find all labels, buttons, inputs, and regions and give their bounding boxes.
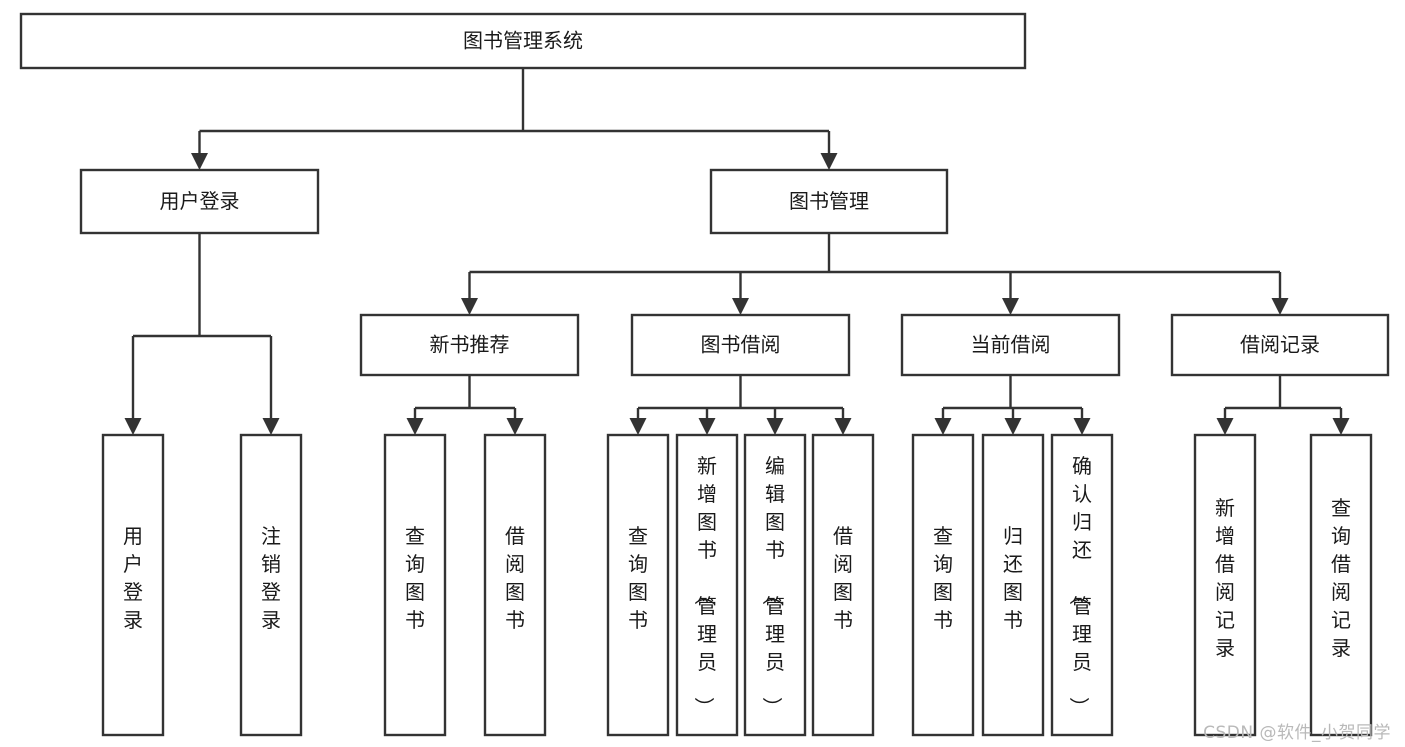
node-label: 用户登录 [123,524,143,632]
node-box[interactable] [630,313,851,377]
node-label: 查询图书 [628,524,648,632]
node-label: 确认归还（管理员） [1067,454,1092,717]
arrow-head-icon [1073,418,1091,435]
arrow-head-icon [406,418,424,435]
node-label: 图书管理 [789,189,869,213]
node-label: 借阅图书 [833,524,853,632]
node-leaf-query-book-cb[interactable]: 查询图书 [911,433,975,737]
arrow-head-icon [262,418,280,435]
arrow-head-icon [934,418,952,435]
node-box[interactable] [483,433,547,737]
node-box[interactable] [743,433,807,737]
arrow-head-icon [732,298,749,315]
node-leaf-confirm-return[interactable]: 确认归还（管理员） [1050,433,1114,737]
node-label: 查询图书 [405,524,425,632]
node-label: 新增借阅记录 [1215,496,1235,660]
node-label: 用户登录 [160,189,240,213]
connector-group [629,375,852,435]
node-box[interactable] [79,168,320,235]
node-label: 查询图书 [933,524,953,632]
node-user-login[interactable]: 用户登录 [79,168,320,235]
node-leaf-query-book-bb[interactable]: 查询图书 [606,433,670,737]
arrow-head-icon [834,418,852,435]
node-leaf-user-login[interactable]: 用户登录 [101,433,165,737]
arrow-head-icon [1332,418,1350,435]
arrow-head-icon [1002,298,1019,315]
node-box[interactable] [911,433,975,737]
node-current-borrow[interactable]: 当前借阅 [900,313,1121,377]
arrow-head-icon [191,153,208,170]
arrow-head-icon [1271,298,1289,315]
node-label: 借阅图书 [505,524,525,632]
connector-group [1216,375,1350,435]
node-label: 归还图书 [1003,524,1023,632]
node-leaf-edit-book[interactable]: 编辑图书（管理员） [743,433,807,737]
node-label: 新增图书（管理员） [692,454,717,717]
node-root[interactable]: 图书管理系统 [19,12,1027,70]
connector-group [124,233,280,435]
node-label: 编辑图书（管理员） [760,454,785,717]
node-box[interactable] [1170,313,1390,377]
arrow-head-icon [629,418,647,435]
arrow-head-icon [1216,418,1234,435]
node-book-borrow[interactable]: 图书借阅 [630,313,851,377]
node-leaf-borrow-book-bb[interactable]: 借阅图书 [811,433,875,737]
arrow-head-icon [461,298,478,315]
connector-group [934,375,1091,435]
node-leaf-return-book[interactable]: 归还图书 [981,433,1045,737]
node-box[interactable] [709,168,949,235]
node-new-book-rec[interactable]: 新书推荐 [359,313,580,377]
node-label: 图书管理系统 [463,29,583,53]
node-borrow-record[interactable]: 借阅记录 [1170,313,1390,377]
arrow-head-icon [698,418,716,435]
node-box[interactable] [811,433,875,737]
node-box[interactable] [101,433,165,737]
node-box[interactable] [383,433,447,737]
node-box[interactable] [1309,433,1373,737]
arrow-head-icon [1004,418,1022,435]
arrow-head-icon [820,153,838,170]
node-box[interactable] [1193,433,1257,737]
arrow-head-icon [766,418,784,435]
connector-group [406,375,524,435]
node-leaf-logout[interactable]: 注销登录 [239,433,303,737]
connector-layer [124,68,1350,435]
node-label: 当前借阅 [971,333,1051,357]
connector-group [191,68,838,170]
arrow-head-icon [124,418,142,435]
node-box[interactable] [675,433,739,737]
connector-group [461,233,1289,315]
node-label: 查询借阅记录 [1331,496,1351,660]
node-label: 注销登录 [261,524,281,632]
node-leaf-add-record[interactable]: 新增借阅记录 [1193,433,1257,737]
node-box[interactable] [900,313,1121,377]
node-box[interactable] [606,433,670,737]
node-label: 图书借阅 [701,333,781,357]
node-box[interactable] [359,313,580,377]
node-leaf-query-book-rec[interactable]: 查询图书 [383,433,447,737]
node-leaf-add-book[interactable]: 新增图书（管理员） [675,433,739,737]
node-layer: 图书管理系统用户登录图书管理新书推荐图书借阅当前借阅借阅记录用户登录注销登录查询… [19,12,1390,737]
node-label: 借阅记录 [1240,333,1320,357]
node-leaf-borrow-book-rec[interactable]: 借阅图书 [483,433,547,737]
node-label: 新书推荐 [430,333,510,357]
arrow-head-icon [506,418,524,435]
node-box[interactable] [239,433,303,737]
node-box[interactable] [19,12,1027,70]
node-book-manage[interactable]: 图书管理 [709,168,949,235]
node-leaf-query-record[interactable]: 查询借阅记录 [1309,433,1373,737]
node-box[interactable] [981,433,1045,737]
node-box[interactable] [1050,433,1114,737]
